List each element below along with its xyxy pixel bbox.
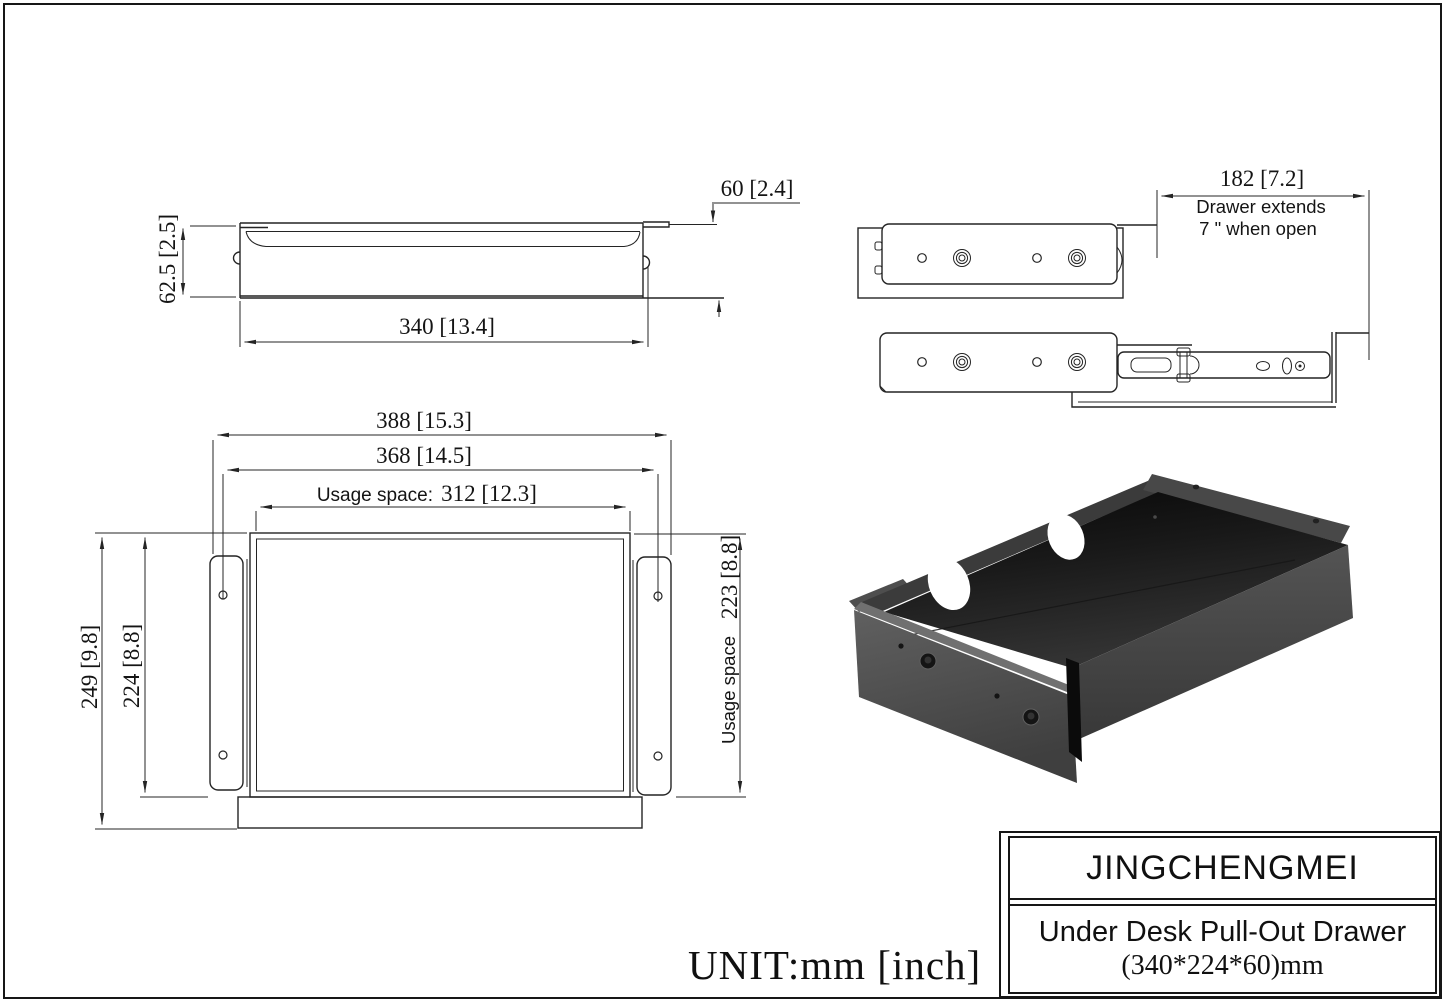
title-block: JINGCHENGMEI Under Desk Pull-Out Drawer … xyxy=(999,831,1441,998)
dim-overall-width: 388 [15.3] xyxy=(212,408,672,555)
dim-side-body-height-label: 60 [2.4] xyxy=(721,176,794,201)
front-knob xyxy=(919,652,937,670)
unit-note: UNIT:mm [inch] xyxy=(688,942,982,988)
dim-extension: 182 [7.2] Drawer extends 7 " when open xyxy=(1156,166,1370,360)
drawer-side-wall xyxy=(1072,545,1353,740)
slide-hole xyxy=(917,253,927,263)
mount-bracket-left xyxy=(209,555,244,791)
front-slot xyxy=(1066,658,1082,762)
side-view: 62.5 [2.5] 340 [13.4] 60 [2.4] xyxy=(155,176,800,347)
front-knob xyxy=(1022,708,1040,726)
slide-rivet xyxy=(1068,353,1086,371)
slide-rivet xyxy=(953,353,971,371)
dim-usage-width: Usage space: 312 [12.3] xyxy=(255,481,631,531)
drawer-front-profile xyxy=(1331,332,1369,403)
slide-rivet xyxy=(953,249,971,267)
brand-name: JINGCHENGMEI xyxy=(1010,838,1435,900)
mount-flange-strip xyxy=(1143,474,1350,543)
dim-overall-width-label: 388 [15.3] xyxy=(376,408,472,433)
dim-side-height: 62.5 [2.5] xyxy=(155,214,236,304)
cable-hole xyxy=(1047,514,1085,560)
mount-bracket-right xyxy=(636,556,672,796)
dim-overall-depth-label: 249 [9.8] xyxy=(77,625,102,709)
slide-rivet xyxy=(1068,249,1086,267)
extension-note-line1: Drawer extends xyxy=(1196,196,1326,217)
cable-hole xyxy=(927,557,971,611)
dim-side-width-label: 340 [13.4] xyxy=(399,314,495,339)
product-size: (340*224*60)mm xyxy=(1121,949,1324,981)
dim-side-body-height: 60 [2.4] xyxy=(710,176,800,317)
dim-hole-span: 368 [14.5] xyxy=(222,443,659,602)
dim-usage-depth-label: 223 [8.8] xyxy=(717,535,742,619)
title-block-divider xyxy=(1010,900,1435,906)
title-block-product-cell: Under Desk Pull-Out Drawer (340*224*60)m… xyxy=(1010,906,1435,992)
slide-rail-closed-view xyxy=(857,223,1157,299)
front-panel-outline xyxy=(237,796,643,829)
title-block-inner: JINGCHENGMEI Under Desk Pull-Out Drawer … xyxy=(1008,836,1437,994)
dim-side-height-label: 62.5 [2.5] xyxy=(155,214,180,304)
slide-hole xyxy=(1032,253,1042,263)
drawer-body-outline xyxy=(249,532,631,798)
mount-hole xyxy=(653,751,663,761)
mount-hole xyxy=(218,750,228,760)
dim-body-depth-label: 224 [8.8] xyxy=(119,624,144,708)
dim-side-width: 340 [13.4] xyxy=(239,266,649,347)
slide-hole xyxy=(1032,357,1042,367)
dim-overall-depth: 249 [9.8] xyxy=(77,532,247,830)
product-name: Under Desk Pull-Out Drawer xyxy=(1038,915,1407,948)
usage-width-label: Usage space: xyxy=(317,485,433,506)
front-panel-face xyxy=(854,610,1077,783)
dim-hole-span-label: 368 [14.5] xyxy=(376,443,472,468)
extension-note-line2: 7 " when open xyxy=(1199,218,1317,239)
dim-body-depth: 224 [8.8] xyxy=(119,537,208,798)
usage-depth-label: Usage space xyxy=(718,636,739,744)
side-knob-right xyxy=(642,255,651,270)
drawer-interior xyxy=(884,492,1348,668)
extended-rail xyxy=(1117,351,1331,379)
drawer-3d-render xyxy=(849,474,1353,783)
front-panel-rim xyxy=(854,602,1079,694)
slide-rail-extended-view xyxy=(879,332,1369,408)
dim-usage-width-label: 312 [12.3] xyxy=(441,481,537,506)
slide-hole xyxy=(917,357,927,367)
side-knob-left xyxy=(232,251,241,265)
dim-extension-label: 182 [7.2] xyxy=(1220,166,1304,191)
top-view: 388 [15.3] 368 [14.5] Usage space: 312 [… xyxy=(77,408,746,830)
dim-usage-depth: 223 [8.8] Usage space xyxy=(634,533,746,798)
